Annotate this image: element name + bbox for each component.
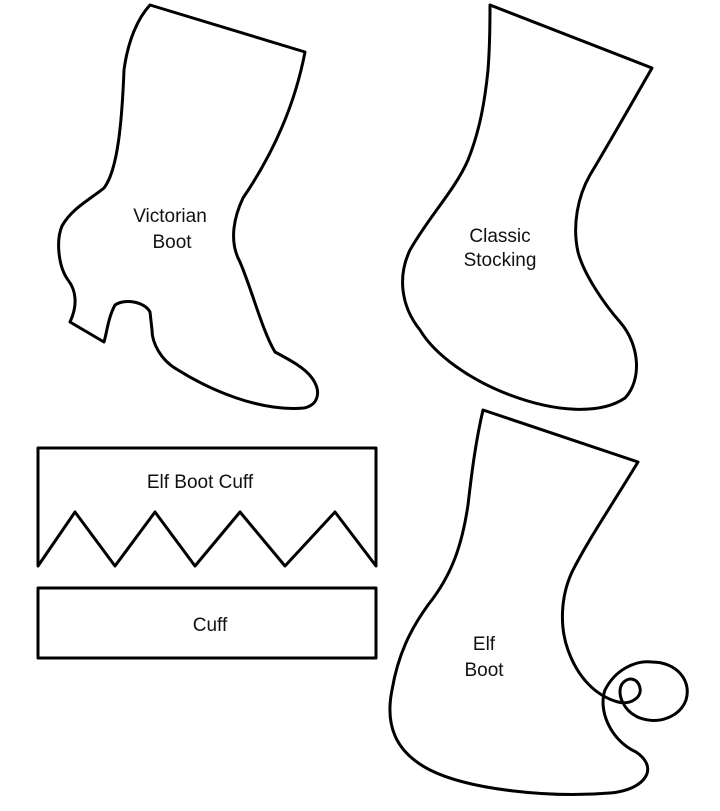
elf-boot-cuff-label: Elf Boot Cuff bbox=[147, 472, 254, 493]
classic-stocking-label-line1: Classic bbox=[469, 226, 530, 247]
elf-boot-cuff-outline bbox=[36, 446, 378, 568]
elf-boot-cuff-template: Elf Boot Cuff bbox=[36, 446, 378, 568]
classic-stocking-outline bbox=[401, 3, 654, 411]
victorian-boot-label-line1: Victorian bbox=[133, 206, 207, 227]
elf-boot-outline bbox=[388, 408, 689, 796]
victorian-boot-label-line2: Boot bbox=[152, 232, 192, 253]
cuff-outline bbox=[36, 586, 378, 660]
elf-boot-template: Elf Boot bbox=[388, 408, 689, 796]
victorian-boot-template: Victorian Boot bbox=[57, 3, 320, 410]
victorian-boot-outline bbox=[57, 3, 320, 410]
cuff-template: Cuff bbox=[36, 586, 378, 660]
elf-boot-label-line2: Boot bbox=[464, 660, 504, 681]
classic-stocking-template: Classic Stocking bbox=[401, 3, 654, 411]
classic-stocking-label-line2: Stocking bbox=[464, 250, 537, 271]
cuff-label: Cuff bbox=[193, 615, 228, 636]
elf-boot-label-line1: Elf bbox=[473, 634, 496, 655]
